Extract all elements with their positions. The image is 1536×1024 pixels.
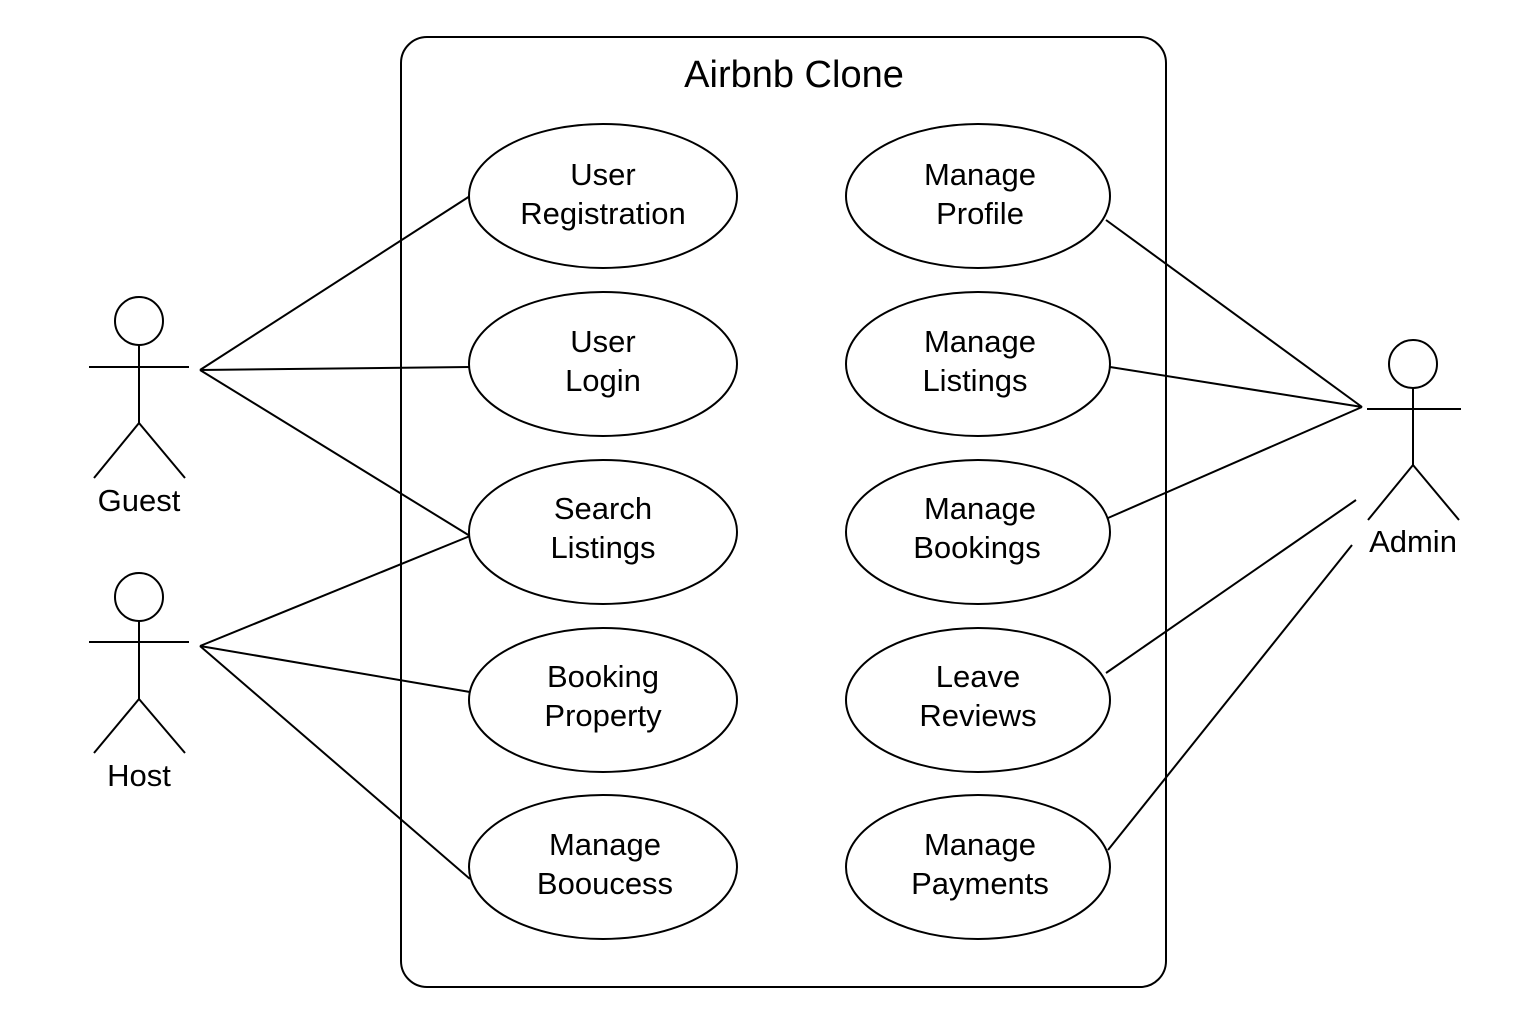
use-case-ellipse bbox=[845, 627, 1111, 773]
use-case-ellipse bbox=[845, 123, 1111, 269]
use-case-ellipse bbox=[468, 291, 738, 437]
association-guest-user-registration bbox=[199, 195, 471, 371]
use-case-search-listings[interactable]: Search Listings bbox=[468, 459, 738, 605]
actor-guest[interactable]: Guest bbox=[89, 296, 189, 518]
use-case-ellipse bbox=[845, 794, 1111, 940]
association-guest-search-listings bbox=[199, 369, 471, 537]
actor-admin[interactable]: Admin bbox=[1367, 339, 1461, 559]
use-case-ellipse bbox=[468, 794, 738, 940]
use-case-booking-property[interactable]: Booking Property bbox=[468, 627, 738, 773]
use-case-ellipse bbox=[845, 459, 1111, 605]
use-case-label-line2: Listings bbox=[550, 530, 655, 565]
use-case-label-line1: User bbox=[570, 324, 635, 359]
use-case-ellipse bbox=[468, 123, 738, 269]
use-case-label-line2: Booucess bbox=[537, 866, 673, 901]
stick-figure-icon bbox=[89, 572, 189, 754]
association-host-search-listings bbox=[199, 535, 471, 647]
use-case-label-line1: Manage bbox=[924, 324, 1036, 359]
use-case-label-line1: Manage bbox=[549, 827, 661, 862]
use-case-user-login[interactable]: User Login bbox=[468, 291, 738, 437]
use-case-label-line1: Manage bbox=[924, 491, 1036, 526]
use-case-label-line1: Leave bbox=[936, 659, 1020, 694]
actor-label: Admin bbox=[1369, 524, 1457, 559]
use-case-manage-payments[interactable]: Manage Payments bbox=[845, 794, 1111, 940]
use-case-label-line2: Property bbox=[544, 698, 662, 733]
use-case-label-line2: Profile bbox=[936, 196, 1024, 231]
use-case-label-line1: User bbox=[570, 157, 635, 192]
association-lines bbox=[199, 195, 1363, 880]
use-case-ellipse bbox=[468, 459, 738, 605]
use-case-manage-profile[interactable]: Manage Profile bbox=[845, 123, 1111, 269]
stick-figure-icon bbox=[1367, 339, 1461, 521]
actor-host[interactable]: Host bbox=[89, 572, 189, 793]
use-case-ellipse bbox=[468, 627, 738, 773]
use-case-label-line1: Manage bbox=[924, 827, 1036, 862]
use-case-leave-reviews[interactable]: Leave Reviews bbox=[845, 627, 1111, 773]
association-admin-manage-listings bbox=[1109, 366, 1363, 408]
actor-label: Guest bbox=[98, 483, 181, 518]
use-case-label-line1: Manage bbox=[924, 157, 1036, 192]
system-title: Airbnb Clone bbox=[684, 54, 904, 96]
association-admin-manage-payments bbox=[1107, 544, 1353, 851]
use-case-label-line2: Registration bbox=[520, 196, 685, 231]
use-case-label-line2: Login bbox=[565, 363, 641, 398]
association-host-manage-booucess bbox=[199, 645, 471, 880]
system-boundary-box bbox=[400, 36, 1167, 988]
actor-label: Host bbox=[107, 758, 171, 793]
association-admin-manage-profile bbox=[1105, 219, 1363, 408]
use-case-label-line2: Listings bbox=[922, 363, 1027, 398]
use-case-user-registration[interactable]: User Registration bbox=[468, 123, 738, 269]
use-case-label-line1: Booking bbox=[547, 659, 659, 694]
use-case-manage-bookings[interactable]: Manage Bookings bbox=[845, 459, 1111, 605]
use-case-manage-booucess[interactable]: Manage Booucess bbox=[468, 794, 738, 940]
use-case-label-line2: Reviews bbox=[919, 698, 1036, 733]
association-guest-user-login bbox=[199, 366, 471, 371]
association-admin-manage-bookings bbox=[1107, 406, 1363, 519]
use-case-label-line2: Payments bbox=[911, 866, 1049, 901]
association-host-booking-property bbox=[199, 645, 471, 693]
use-case-label-line1: Search bbox=[554, 491, 652, 526]
association-admin-leave-reviews bbox=[1105, 499, 1357, 674]
use-case-label-line2: Bookings bbox=[913, 530, 1041, 565]
use-case-ellipse bbox=[845, 291, 1111, 437]
stick-figure-icon bbox=[89, 296, 189, 479]
use-case-manage-listings[interactable]: Manage Listings bbox=[845, 291, 1111, 437]
system-boundary: Airbnb Clone bbox=[400, 36, 1167, 988]
